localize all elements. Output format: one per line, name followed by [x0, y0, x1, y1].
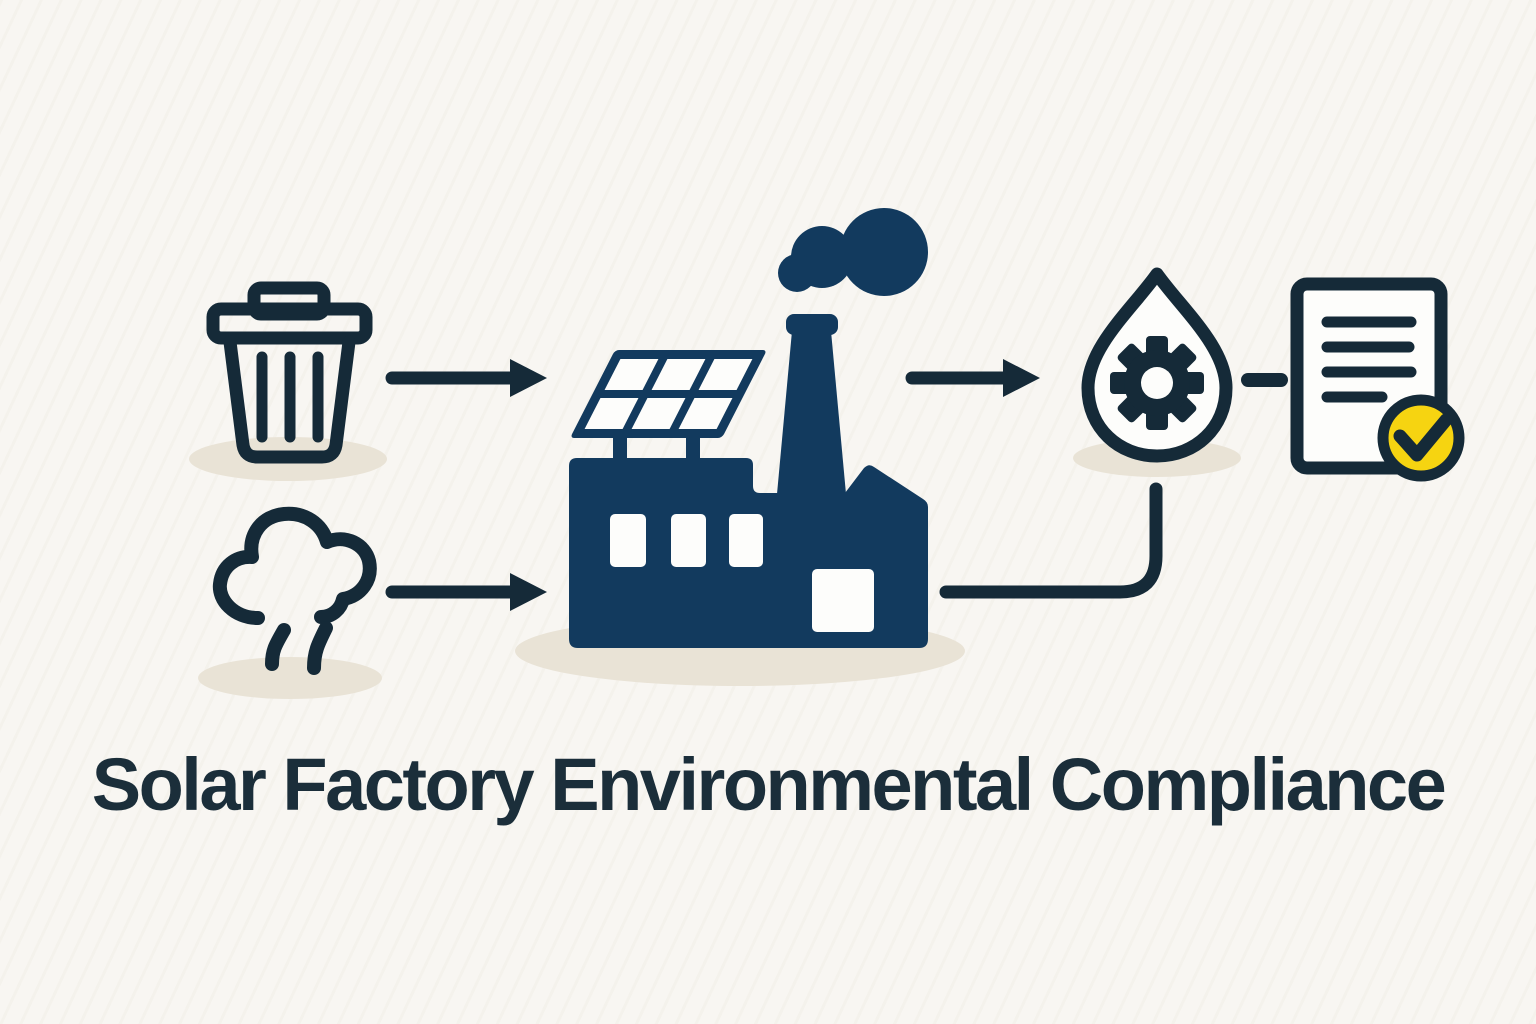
panel-cell: [698, 359, 753, 390]
solar-factory-icon: [569, 208, 928, 648]
panel-cell: [584, 398, 639, 429]
window: [610, 514, 646, 567]
arrow-right-icon: [385, 359, 547, 397]
panel-cell: [604, 359, 659, 390]
elbow-connector: [939, 482, 1163, 599]
window: [671, 514, 706, 567]
diagram-title: Solar Factory Environmental Compliance: [91, 743, 1447, 826]
document-check-icon: [1290, 277, 1465, 482]
steam-shadow: [198, 657, 382, 699]
water-drop-gear-icon: [1081, 267, 1233, 463]
steam-icon: [212, 506, 377, 675]
trash-body: [223, 335, 356, 464]
smoke-cloud-icon: [778, 208, 928, 296]
check-icon: [1393, 413, 1453, 462]
trash-lid: [206, 302, 373, 345]
panel-cell: [651, 359, 706, 390]
arrow-right-icon: [385, 573, 547, 611]
gear-icon: [1110, 336, 1204, 430]
steam-cloud: [212, 506, 377, 625]
steam-tail: [307, 621, 333, 675]
arrow-right-icon: [905, 359, 1040, 397]
window-large: [812, 569, 874, 632]
solar-panel-icon: [571, 350, 766, 464]
factory-windows: [610, 514, 874, 632]
panel-leg: [686, 434, 700, 464]
check-circle-icon: [1377, 394, 1465, 482]
chimney-icon: [777, 314, 846, 494]
trash-icon: [206, 281, 373, 464]
panel-leg: [613, 434, 627, 464]
panel-cell: [678, 398, 733, 429]
window: [729, 514, 763, 567]
gear-hub: [1141, 367, 1173, 399]
document-lines: [1321, 316, 1417, 403]
panel-cell: [631, 398, 686, 429]
steam-tail: [265, 623, 291, 671]
